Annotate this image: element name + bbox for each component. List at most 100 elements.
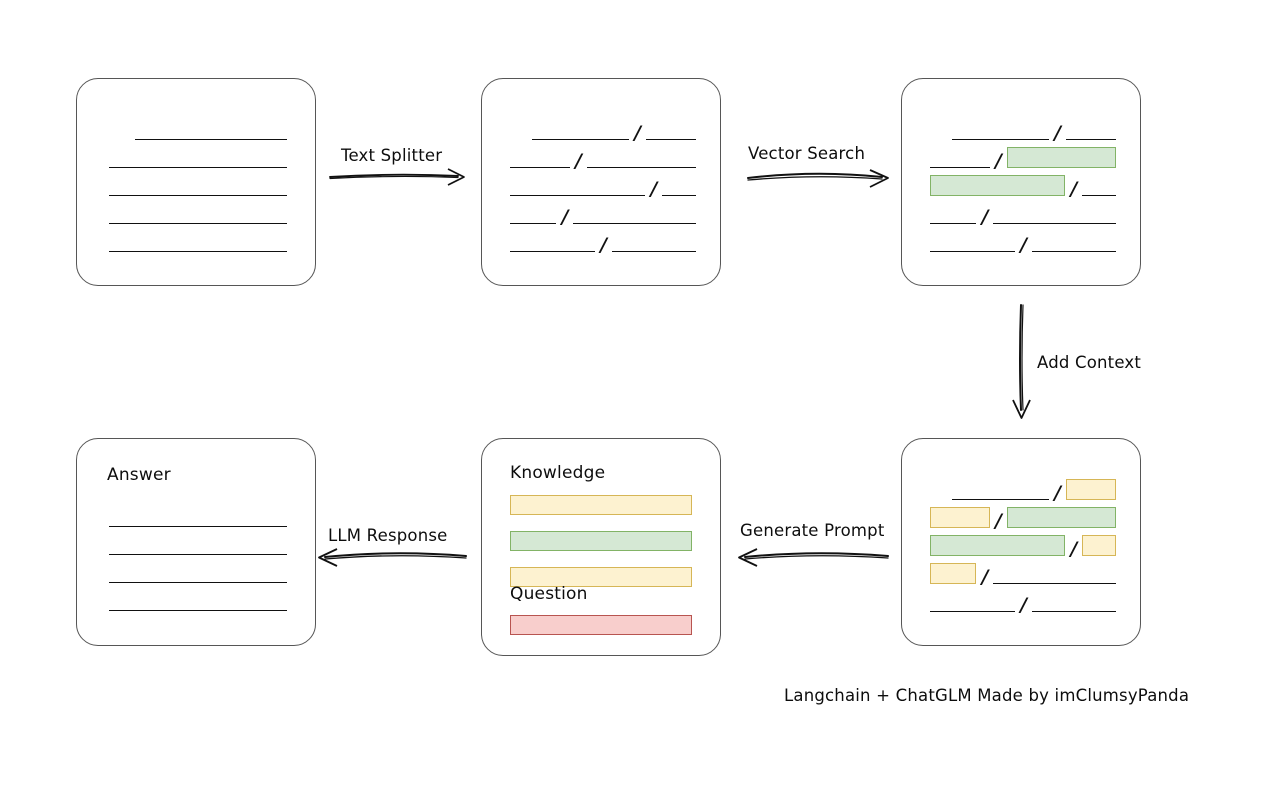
context-chunks-box: / / / / / xyxy=(901,438,1141,646)
footer-credit: Langchain + ChatGLM Made by imClumsyPand… xyxy=(784,686,1190,705)
text-line-segment xyxy=(586,154,696,168)
question-bars xyxy=(482,615,720,651)
document-row xyxy=(109,555,287,583)
document-row: / xyxy=(930,528,1116,560)
text-line-segment xyxy=(930,598,1015,612)
document-row xyxy=(109,140,287,168)
knowledge-label: Knowledge xyxy=(510,463,606,483)
text-line-segment xyxy=(109,569,287,583)
text-line-segment xyxy=(109,210,287,224)
chunk-separator-slash: / xyxy=(1070,178,1078,200)
highlighted-chunk-green xyxy=(1006,147,1116,168)
text-line-segment xyxy=(1031,598,1116,612)
edge-label-llm-response: LLM Response xyxy=(328,526,448,545)
vector-search-results-box: / / / / / xyxy=(901,78,1141,286)
highlighted-chunk-yellow xyxy=(1082,535,1116,556)
source-document-rows xyxy=(77,79,315,285)
document-row: / xyxy=(510,140,696,172)
document-row: / xyxy=(930,584,1116,616)
vector-search-results-rows: / / / / / xyxy=(902,79,1140,285)
edge-label-generate-prompt: Generate Prompt xyxy=(740,521,885,540)
text-line-segment xyxy=(993,570,1116,584)
source-document-box xyxy=(76,78,316,286)
edge-label-text-splitter: Text Splitter xyxy=(341,146,443,165)
text-line-segment xyxy=(109,513,287,527)
knowledge-bars xyxy=(482,495,720,603)
chunk-separator-slash: / xyxy=(1020,594,1027,616)
chunk-separator-slash: / xyxy=(1054,122,1061,144)
document-row: / xyxy=(510,196,696,227)
prompt-bar-yellow xyxy=(510,567,692,587)
document-row: / xyxy=(930,196,1116,228)
chunk-separator-slash: / xyxy=(994,150,1002,172)
document-row xyxy=(109,499,287,527)
question-label: Question xyxy=(510,584,588,604)
chunk-separator-slash: / xyxy=(600,234,607,256)
chunk-separator-slash: / xyxy=(634,122,641,144)
document-row xyxy=(109,168,287,196)
edge-label-vector-search: Vector Search xyxy=(748,144,866,163)
chunk-separator-slash: / xyxy=(574,150,582,172)
text-line-segment xyxy=(109,541,287,555)
text-line-segment xyxy=(1031,238,1116,252)
arrow-text-splitter xyxy=(329,168,465,186)
document-row: / xyxy=(510,168,696,200)
chunk-separator-slash: / xyxy=(1070,538,1078,560)
document-row: / xyxy=(930,140,1116,172)
arrow-vector-search xyxy=(747,169,889,188)
document-row: / xyxy=(930,224,1116,256)
context-chunks-rows: / / / / / xyxy=(902,439,1140,645)
arrow-add-context xyxy=(1012,304,1031,419)
document-row xyxy=(109,196,287,224)
document-row: / xyxy=(930,112,1116,144)
text-line-segment xyxy=(1066,126,1116,140)
text-line-segment xyxy=(532,126,630,140)
document-row: / xyxy=(930,472,1116,504)
chunk-separator-slash: / xyxy=(650,178,658,200)
document-row xyxy=(109,527,287,555)
text-line-segment xyxy=(109,597,287,611)
prompt-bar-red xyxy=(510,615,692,635)
text-line-segment xyxy=(109,238,287,252)
highlighted-chunk-green xyxy=(930,175,1066,196)
text-line-segment xyxy=(510,154,570,168)
text-line-segment xyxy=(930,238,1015,252)
split-chunks-box: ///// xyxy=(481,78,721,286)
highlighted-chunk-yellow xyxy=(930,563,977,584)
chunk-separator-slash: / xyxy=(994,510,1002,532)
prompt-bar-yellow xyxy=(510,495,692,515)
text-line-segment xyxy=(662,182,696,196)
highlighted-chunk-green xyxy=(930,535,1066,556)
text-line-segment xyxy=(952,486,1050,500)
arrow-generate-prompt xyxy=(738,548,889,567)
arrow-llm-response xyxy=(318,548,467,567)
text-line-segment xyxy=(510,238,595,252)
text-line-segment xyxy=(646,126,696,140)
chunk-separator-slash: / xyxy=(1020,234,1027,256)
text-line-segment xyxy=(135,126,287,140)
document-row: / xyxy=(930,168,1116,200)
text-line-segment xyxy=(109,154,287,168)
text-line-segment xyxy=(930,210,977,224)
split-chunks-rows: ///// xyxy=(482,79,720,285)
answer-label: Answer xyxy=(107,465,171,485)
chunk-separator-slash: / xyxy=(1054,482,1061,504)
text-line-segment xyxy=(930,154,990,168)
text-line-segment xyxy=(611,238,696,252)
chunk-separator-slash: / xyxy=(981,206,989,228)
document-row: / xyxy=(930,556,1116,588)
text-line-segment xyxy=(993,210,1116,224)
text-line-segment xyxy=(510,182,646,196)
answer-rows xyxy=(77,439,315,645)
answer-box: Answer xyxy=(76,438,316,646)
document-row: / xyxy=(510,224,696,256)
text-line-segment xyxy=(109,182,287,196)
chunk-separator-slash: / xyxy=(981,566,989,588)
text-line-segment xyxy=(573,210,696,224)
highlighted-chunk-yellow xyxy=(1066,479,1116,500)
text-line-segment xyxy=(952,126,1050,140)
prompt-box: Knowledge Question xyxy=(481,438,721,656)
text-line-segment xyxy=(510,210,557,224)
highlighted-chunk-yellow xyxy=(930,507,990,528)
